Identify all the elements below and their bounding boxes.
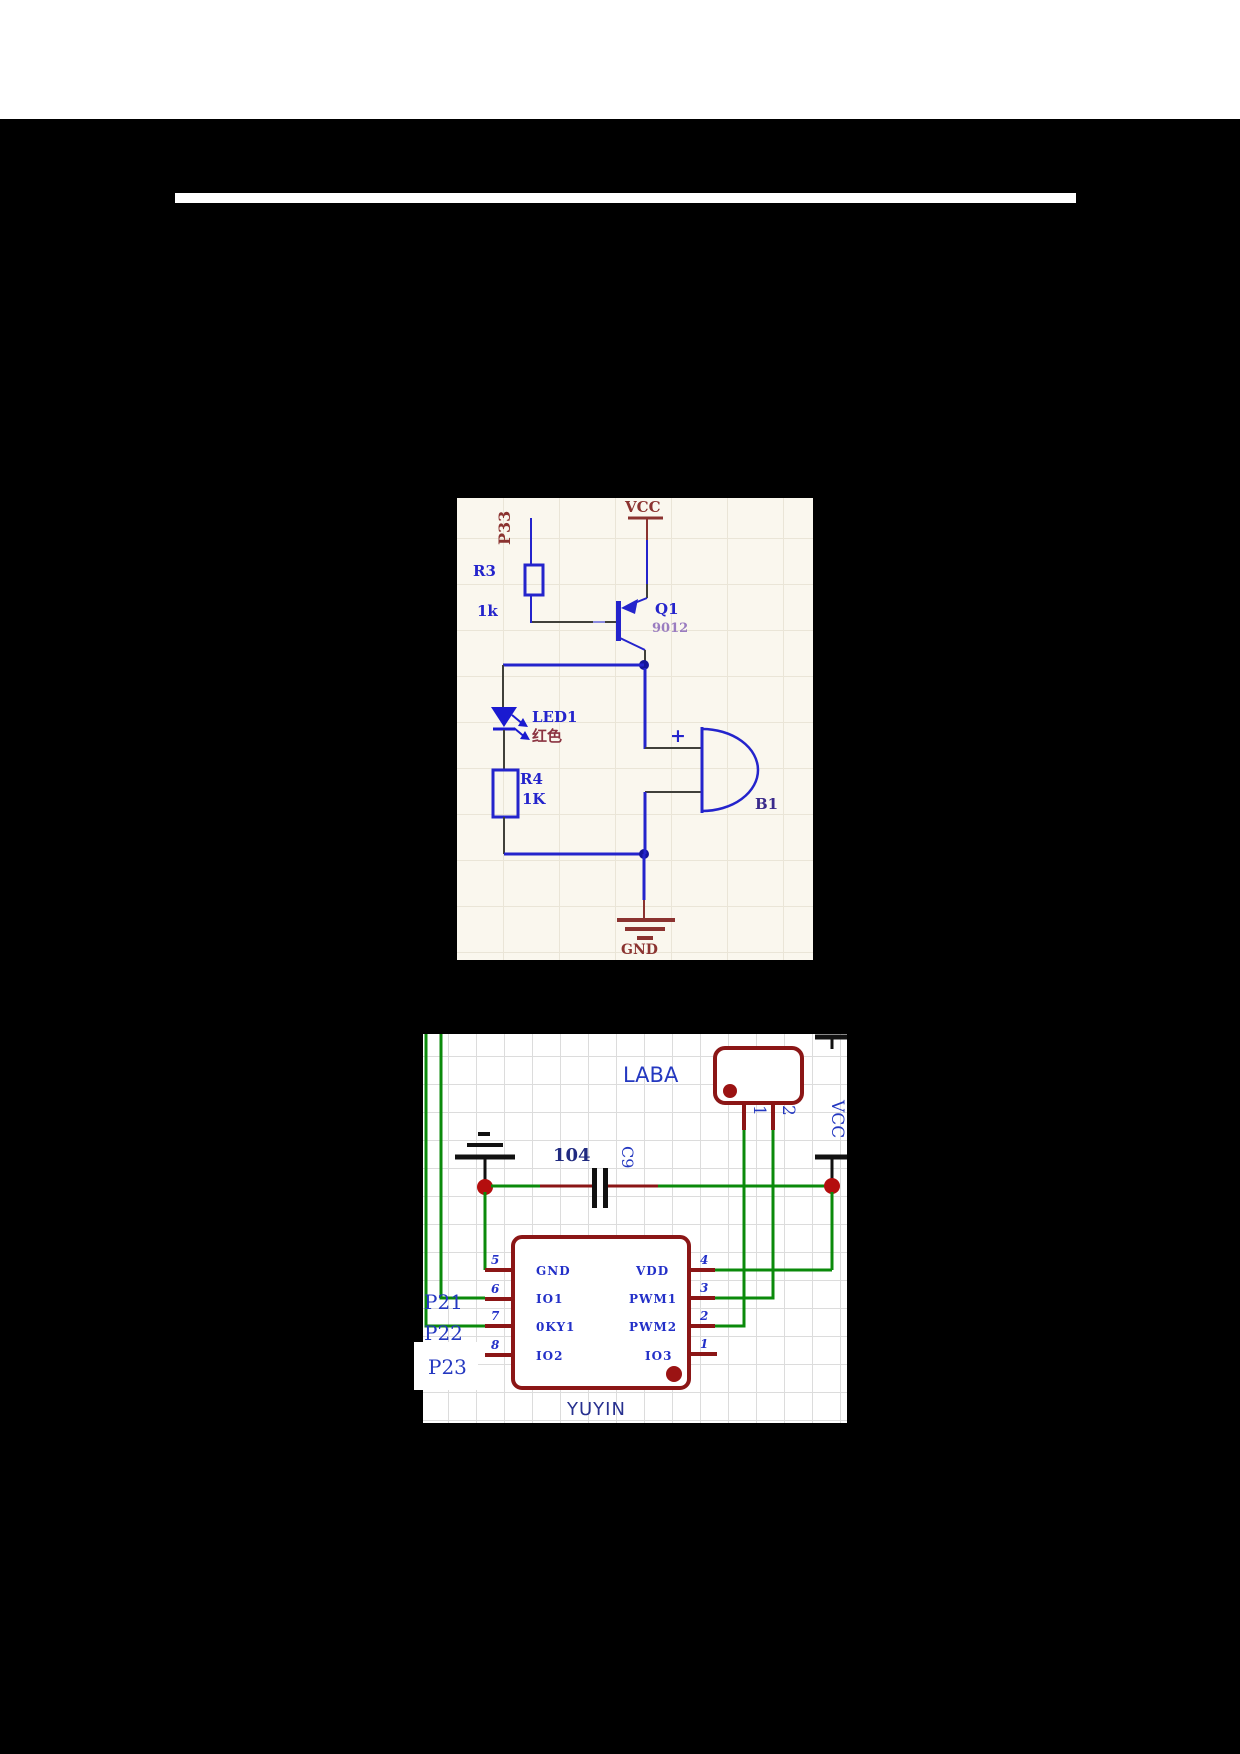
net-label-p21: P21 (424, 1290, 463, 1314)
top-white-band (0, 0, 1240, 119)
pin1-name: IO3 (645, 1349, 673, 1363)
pin1-number: 1 (700, 1337, 709, 1351)
buzzer-plus-label: + (670, 725, 686, 747)
net-label-p23: P23 (428, 1355, 467, 1379)
junction-gnd-node (477, 1179, 493, 1195)
wire-p21-net (439, 1034, 485, 1300)
wire-speaker1-to-pwm2 (715, 1130, 746, 1328)
pin3-number: 3 (700, 1281, 709, 1295)
buzzer-b1-symbol (700, 727, 760, 813)
led1-symbol (491, 707, 530, 740)
net-label-p22: P22 (424, 1321, 463, 1345)
r3-value-label: 1k (477, 602, 498, 620)
q1-ref-label: Q1 (655, 600, 679, 618)
circuit1-wires (491, 516, 760, 940)
q1-part-label: 9012 (652, 621, 689, 636)
wire-speaker2-to-pwm1 (715, 1130, 775, 1300)
pin8-number: 8 (491, 1338, 500, 1352)
cap-ref-label: C9 (618, 1146, 637, 1169)
gnd-symbol (617, 900, 675, 940)
led1-ref-label: LED1 (532, 708, 578, 726)
wire-p22-net (424, 1034, 485, 1328)
vcc-power-symbol (628, 516, 663, 540)
r4-ref-label: R4 (520, 770, 543, 788)
pin8-name: IO2 (536, 1349, 564, 1363)
vcc-label: VCC (625, 498, 661, 516)
section-divider-rule (175, 193, 1076, 203)
pin6-number: 6 (491, 1282, 500, 1296)
pin7-number: 7 (491, 1309, 500, 1323)
pin2-name: PWM2 (629, 1320, 678, 1334)
schematic-voice-chip: LABA 1 2 VCC 104 C9 P21 P22 P23 5 6 7 8 … (414, 1034, 847, 1423)
chip-name-label: YUYIN (567, 1399, 626, 1420)
r3-ref-label: R3 (473, 562, 496, 580)
pin4-number: 4 (700, 1253, 709, 1267)
pin2-number: 2 (700, 1309, 709, 1323)
circuit2-wires (424, 1034, 847, 1390)
pin4-name: VDD (636, 1264, 670, 1278)
led1-color-label: 红色 (532, 727, 563, 745)
net-label-p33: P33 (495, 510, 514, 545)
b1-ref-label: B1 (755, 795, 779, 813)
junction-vcc-node (824, 1178, 840, 1194)
pin6-name: IO1 (536, 1292, 564, 1306)
transistor-q1-symbol (616, 597, 648, 651)
capacitor-c9-symbol (592, 1168, 608, 1208)
pin5-number: 5 (491, 1253, 500, 1267)
vcc-power-symbol (815, 1154, 847, 1180)
resistor-r3-symbol (523, 563, 545, 597)
pin5-name: GND (536, 1264, 571, 1278)
cap-value-label: 104 (553, 1145, 591, 1166)
speaker-name-label: LABA (623, 1063, 679, 1087)
speaker-pin2-label: 2 (778, 1105, 798, 1116)
schematic-transistor-buzzer: VCC P33 R3 1k Q1 9012 LED1 红色 R4 1K + B1… (457, 498, 813, 960)
net-label-p23-box: P23 (414, 1342, 478, 1390)
pin3-name: PWM1 (629, 1292, 678, 1306)
chip-body (511, 1235, 691, 1390)
chip-right-pin-stubs (689, 1268, 717, 1356)
vcc-net-label: VCC (827, 1100, 847, 1139)
chip-pin1-dot (666, 1366, 682, 1382)
gnd-label: GND (621, 942, 658, 958)
vcc-top-symbol (815, 1034, 847, 1049)
speaker-connector-symbol (713, 1046, 804, 1130)
chip-left-pin-stubs (485, 1268, 513, 1357)
resistor-r4-symbol (491, 768, 520, 819)
speaker-pin1-label: 1 (749, 1105, 769, 1116)
pin7-name: 0KY1 (536, 1320, 576, 1334)
r4-value-label: 1K (522, 790, 546, 808)
earth-ground-symbol (455, 1132, 515, 1181)
